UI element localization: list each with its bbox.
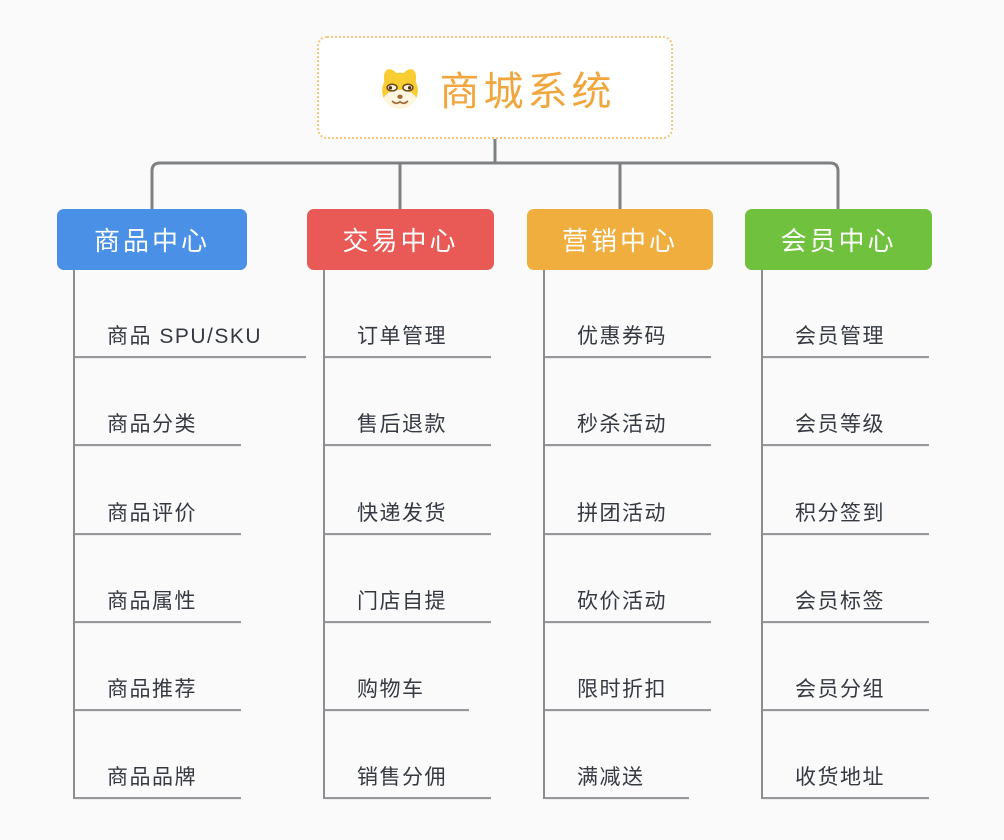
leaf-node[interactable]: 购物车: [325, 623, 469, 711]
leaf-node[interactable]: 会员管理: [763, 270, 929, 359]
leaf-node[interactable]: 收货地址: [763, 711, 929, 800]
leaf-node[interactable]: 会员标签: [763, 535, 929, 623]
leaf-node[interactable]: 商品推荐: [75, 623, 241, 711]
branch-node-trade-center[interactable]: 交易中心: [307, 209, 494, 270]
leaf-node[interactable]: 商品品牌: [75, 711, 241, 800]
leaf-node[interactable]: 商品评价: [75, 446, 241, 535]
leaf-node[interactable]: 积分签到: [763, 446, 929, 535]
leaf-node[interactable]: 销售分佣: [325, 711, 491, 800]
leaf-column-marketing: 优惠券码 秒杀活动 拼团活动 砍价活动 限时折扣 满减送: [543, 270, 711, 800]
root-title: 商城系统: [439, 69, 616, 114]
branch-label: 商品中心: [93, 226, 210, 256]
leaf-node[interactable]: 售后退款: [325, 358, 491, 447]
leaf-node[interactable]: 订单管理: [325, 270, 491, 359]
leaf-node[interactable]: 快递发货: [325, 446, 491, 535]
root-node[interactable]: 商城系统: [317, 36, 673, 139]
leaf-node[interactable]: 商品分类: [75, 358, 241, 447]
leaf-node[interactable]: 砍价活动: [545, 535, 711, 623]
leaf-node[interactable]: 优惠券码: [545, 270, 711, 359]
leaf-node[interactable]: 拼团活动: [545, 446, 711, 535]
leaf-node[interactable]: 满减送: [545, 711, 689, 800]
leaf-node[interactable]: 会员分组: [763, 623, 929, 711]
leaf-column-product: 商品 SPU/SKU 商品分类 商品评价 商品属性 商品推荐 商品品牌: [73, 270, 307, 800]
leaf-node[interactable]: 商品 SPU/SKU: [75, 270, 307, 359]
branch-node-marketing-center[interactable]: 营销中心: [527, 209, 713, 270]
leaf-column-trade: 订单管理 售后退款 快递发货 门店自提 购物车 销售分佣: [323, 270, 491, 800]
leaf-node[interactable]: 秒杀活动: [545, 358, 711, 447]
branch-node-product-center[interactable]: 商品中心: [57, 209, 247, 270]
leaf-node[interactable]: 限时折扣: [545, 623, 711, 711]
branch-node-member-center[interactable]: 会员中心: [745, 209, 932, 270]
leaf-node[interactable]: 门店自提: [325, 535, 491, 623]
branch-label: 营销中心: [561, 226, 678, 256]
leaf-node[interactable]: 商品属性: [75, 535, 241, 623]
dog-face-icon: [381, 68, 418, 108]
branch-label: 会员中心: [780, 226, 897, 256]
leaf-node[interactable]: 会员等级: [763, 358, 929, 447]
leaf-column-member: 会员管理 会员等级 积分签到 会员标签 会员分组 收货地址: [761, 270, 929, 800]
branch-label: 交易中心: [342, 226, 459, 256]
